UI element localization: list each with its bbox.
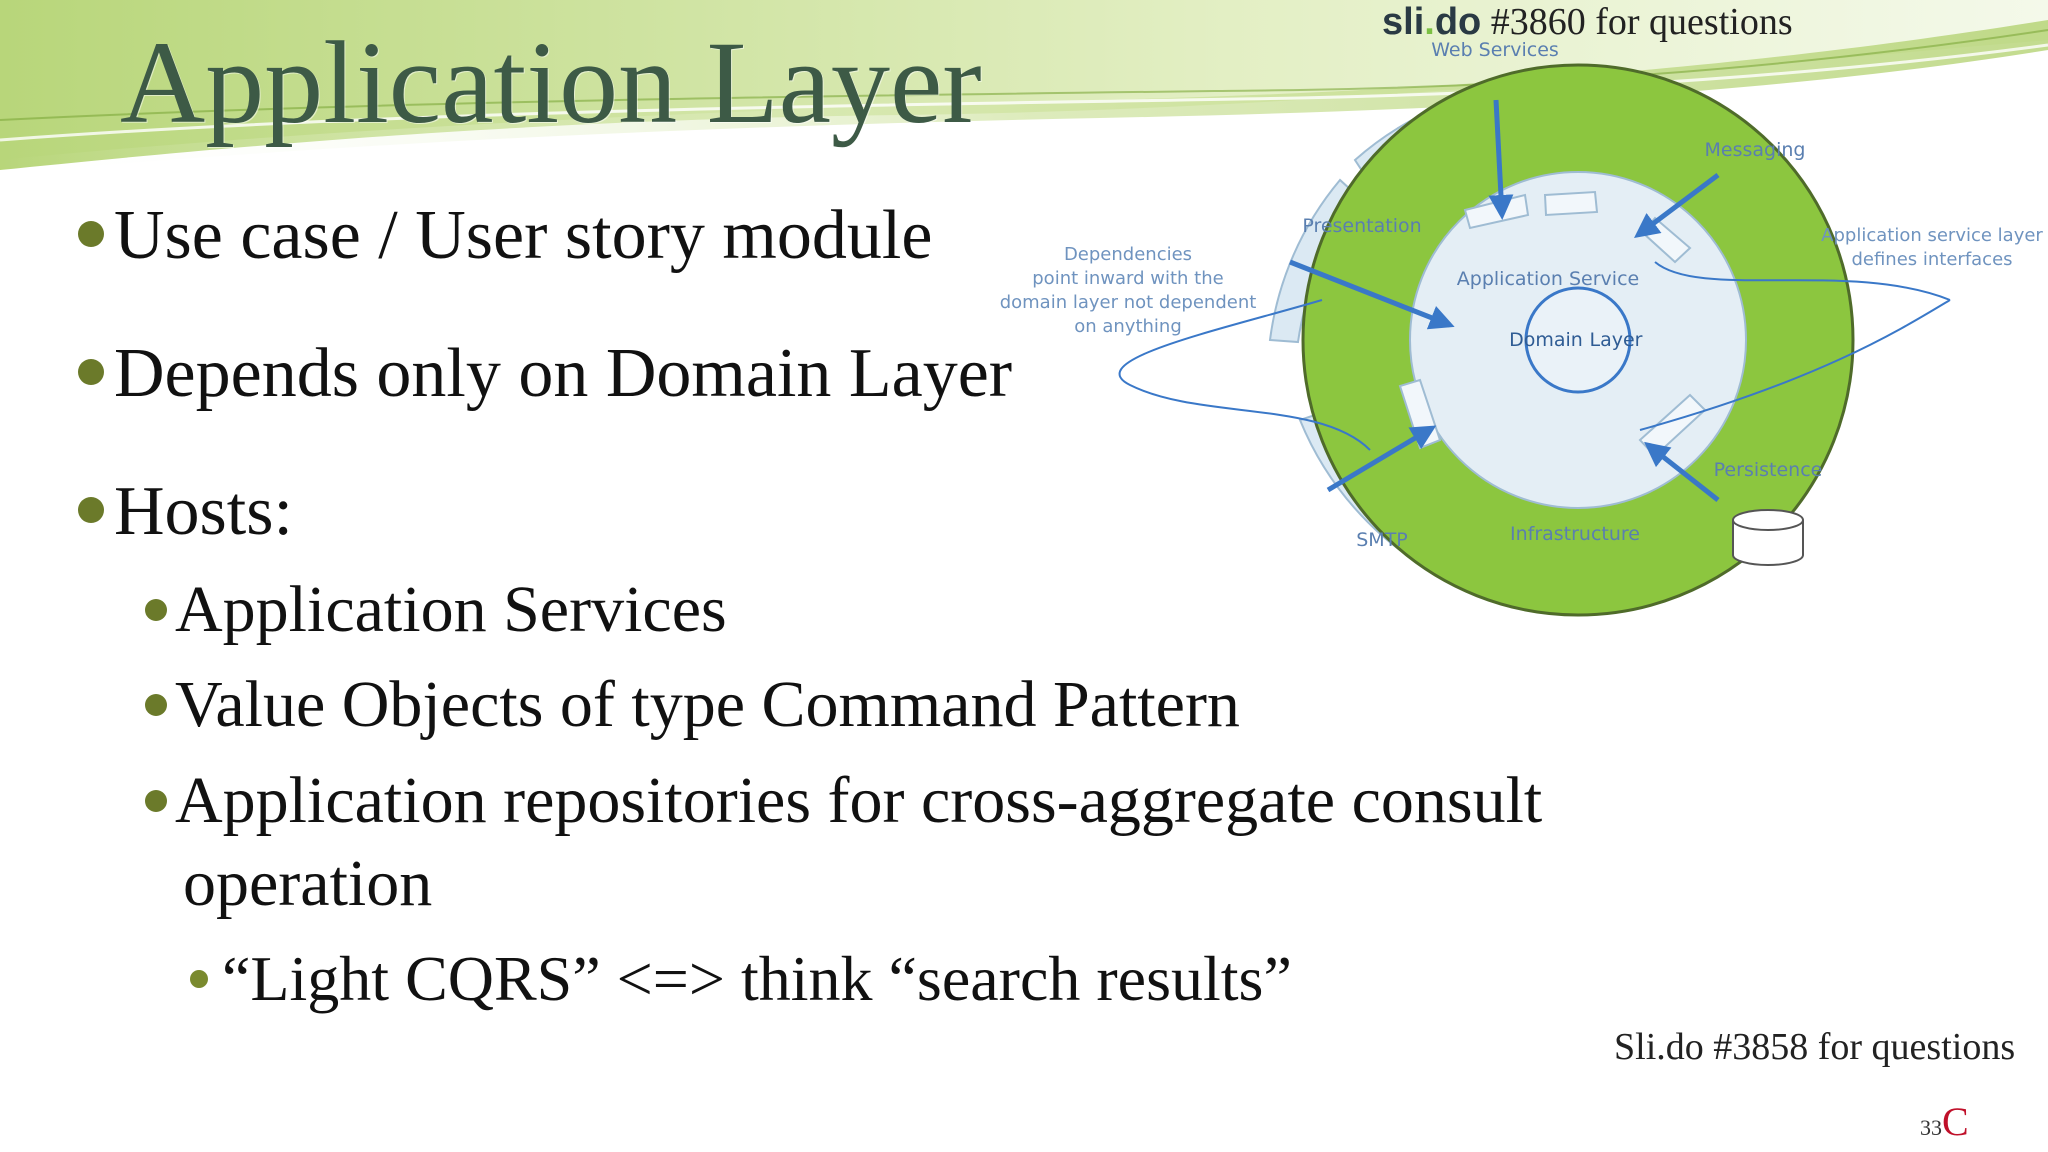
onion-architecture-diagram: Web Services Messaging Presentation Appl… bbox=[1000, 39, 2043, 617]
svg-text:defines interfaces: defines interfaces bbox=[1851, 249, 2012, 270]
web-services-label: Web Services bbox=[1431, 39, 1559, 61]
database-icon bbox=[1732, 509, 1804, 566]
bullet-hosts: Hosts: bbox=[78, 472, 293, 552]
bullet-depends: Depends only on Domain Layer bbox=[78, 334, 1012, 414]
presentation-label: Presentation bbox=[1302, 215, 1421, 237]
sub-bullet-repositories: Application repositories for cross-aggre… bbox=[145, 763, 1542, 839]
domain-label: Domain bbox=[1509, 329, 1583, 351]
sub-bullet-repositories-continued: operation bbox=[183, 847, 433, 920]
svg-text:point inward with the: point inward with the bbox=[1032, 268, 1223, 289]
dependencies-note: Dependencies point inward with the domai… bbox=[1000, 244, 1257, 337]
app-service-note: Application service layer defines interf… bbox=[1821, 225, 2043, 270]
slido-logo: sli.do bbox=[1382, 1, 1482, 43]
sub-bullet-value-objects: Value Objects of type Command Pattern bbox=[145, 667, 1240, 743]
page-number: 33C bbox=[1920, 1099, 1969, 1144]
dependency-arrows bbox=[1289, 99, 1720, 502]
svg-text:on anything: on anything bbox=[1074, 316, 1182, 337]
layer-label: Layer bbox=[1590, 329, 1643, 351]
svg-text:Dependencies: Dependencies bbox=[1064, 244, 1192, 265]
bullet-dot bbox=[145, 693, 167, 716]
persistence-label: Persistence bbox=[1714, 459, 1823, 481]
slido-bottom-note: Sli.do #3858 for questions bbox=[1614, 1026, 2016, 1068]
callout-lines bbox=[1118, 261, 1951, 451]
svg-text:domain layer not dependent: domain layer not dependent bbox=[1000, 292, 1257, 313]
svg-text:Application service layer: Application service layer bbox=[1821, 225, 2043, 246]
bullet-dot bbox=[145, 789, 167, 812]
slido-top-banner: sli.do #3860 for questions bbox=[1382, 0, 1793, 44]
application-service-label: Application Service bbox=[1457, 268, 1639, 290]
page-title: Application Layer bbox=[120, 17, 982, 148]
bullet-use-case: Use case / User story module bbox=[78, 196, 932, 276]
smtp-label: SMTP bbox=[1356, 529, 1408, 551]
messaging-label: Messaging bbox=[1705, 139, 1806, 161]
infrastructure-label: Infrastructure bbox=[1510, 523, 1640, 545]
bullet-dot bbox=[145, 598, 167, 621]
header-swoosh bbox=[0, 0, 2048, 175]
bullet-dot bbox=[190, 970, 208, 989]
bullet-dot bbox=[78, 358, 104, 385]
bullet-dot bbox=[78, 220, 104, 247]
domain-core bbox=[1524, 286, 1632, 394]
bullet-dot bbox=[78, 496, 104, 523]
page-logo: C bbox=[1942, 1099, 1969, 1144]
sub-bullet-application-services: Application Services bbox=[145, 572, 727, 648]
slido-top-text: #3860 for questions bbox=[1490, 1, 1793, 43]
sub-sub-bullet-light-cqrs: “Light CQRS” <=> think “search results” bbox=[190, 942, 1292, 1016]
